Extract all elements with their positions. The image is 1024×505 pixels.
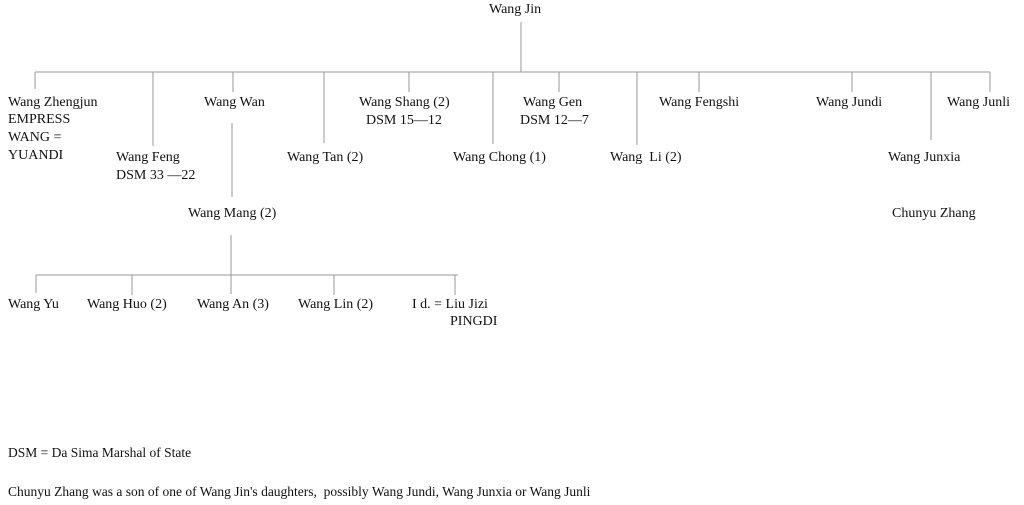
node-wang-lin: Wang Lin (2) xyxy=(298,297,374,312)
node-wang-huo: Wang Huo (2) xyxy=(87,297,167,312)
node-wang-feng: Wang Feng xyxy=(116,150,180,165)
node-wang-fengshi: Wang Fengshi xyxy=(659,95,740,110)
node-wang-jin: Wang Jin xyxy=(489,2,542,17)
node-wang-zhengjun-title: EMPRESS xyxy=(8,112,71,127)
node-daughter-spouse-title: PINGDI xyxy=(450,314,498,329)
node-wang-an: Wang An (3) xyxy=(197,297,269,312)
node-wang-zhengjun-spouse: YUANDI xyxy=(8,148,64,163)
node-wang-yu: Wang Yu xyxy=(8,297,59,312)
node-wang-tan: Wang Tan (2) xyxy=(287,150,364,165)
node-chunyu-zhang: Chunyu Zhang xyxy=(892,206,976,221)
node-wang-jundi: Wang Jundi xyxy=(816,95,883,110)
node-wang-chong: Wang Chong (1) xyxy=(453,150,546,165)
footnote-chunyu: Chunyu Zhang was a son of one of Wang Ji… xyxy=(8,484,591,499)
node-wang-wan: Wang Wan xyxy=(204,95,265,110)
footnote-dsm: DSM = Da Sima Marshal of State xyxy=(8,445,192,460)
node-wang-junxia: Wang Junxia xyxy=(888,150,961,165)
node-wang-zhengjun: Wang Zhengjun xyxy=(8,95,98,110)
node-wang-gen: Wang Gen xyxy=(523,95,583,110)
node-wang-shang-note: DSM 15—12 xyxy=(366,113,442,128)
node-wang-shang: Wang Shang (2) xyxy=(359,95,450,110)
node-daughter-liu-jizi: I d. = Liu Jizi xyxy=(412,297,488,312)
node-wang-feng-note: DSM 33 —22 xyxy=(116,168,196,183)
node-wang-zhengjun-title: WANG = xyxy=(8,130,62,145)
node-wang-gen-note: DSM 12—7 xyxy=(520,113,589,128)
node-wang-junli: Wang Junli xyxy=(947,95,1011,110)
node-wang-mang: Wang Mang (2) xyxy=(188,206,277,221)
node-wang-li: Wang Li (2) xyxy=(610,150,682,165)
